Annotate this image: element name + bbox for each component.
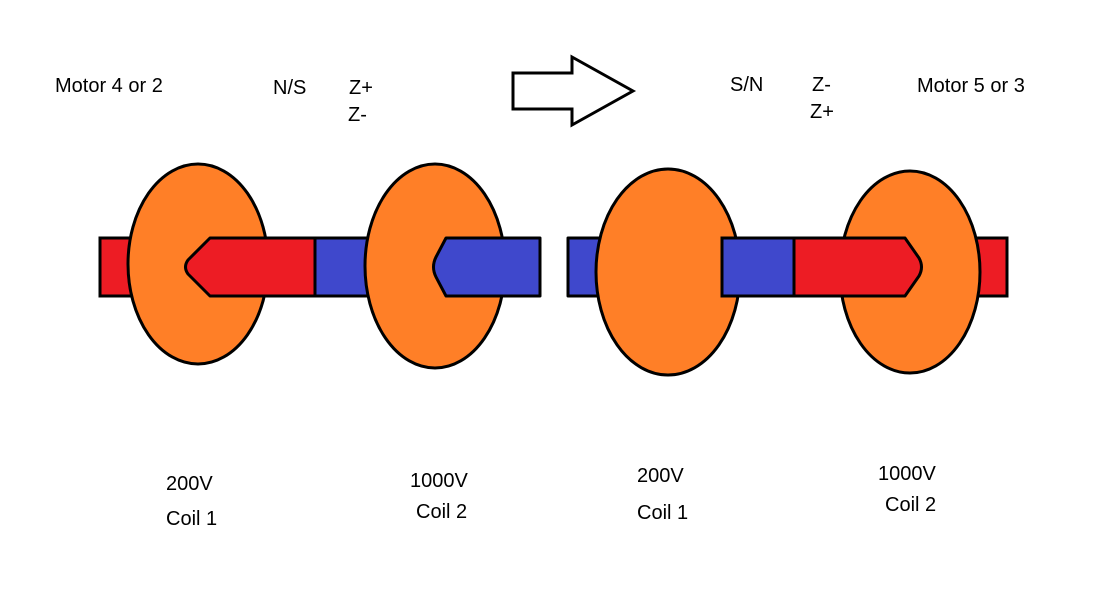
left-motor bbox=[98, 162, 542, 370]
left-coil-2-name: Coil 2 bbox=[416, 501, 468, 523]
right-coil-1-name: Coil 1 bbox=[637, 502, 689, 524]
right-motor-polarity: S/N bbox=[730, 74, 764, 96]
left-motor-title: Motor 4 or 2 bbox=[55, 75, 163, 97]
right-motor bbox=[566, 167, 1009, 377]
right-coil-2-name: Coil 2 bbox=[885, 494, 937, 516]
left-magnet-red-pole bbox=[184, 236, 315, 298]
left-motor-z-bottom: Z- bbox=[348, 104, 367, 126]
right-magnet-red-pole bbox=[792, 236, 923, 298]
right-arrow-icon bbox=[511, 54, 637, 128]
left-coil-2-voltage: 1000V bbox=[410, 470, 468, 492]
right-coil-2-voltage: 1000V bbox=[878, 463, 936, 485]
left-magnet-blue-pole bbox=[432, 236, 542, 298]
left-coil-1-voltage: 200V bbox=[166, 473, 213, 495]
left-motor-polarity: N/S bbox=[273, 77, 307, 99]
right-coil-1 bbox=[594, 167, 742, 377]
right-magnet-blue-middle bbox=[720, 236, 796, 298]
left-coil-1-name: Coil 1 bbox=[166, 508, 218, 530]
right-motor-z-top: Z- bbox=[812, 74, 831, 96]
left-motor-z-top: Z+ bbox=[349, 77, 373, 99]
right-motor-title: Motor 5 or 3 bbox=[917, 75, 1025, 97]
right-coil-1-voltage: 200V bbox=[637, 465, 684, 487]
right-motor-z-bottom: Z+ bbox=[810, 101, 834, 123]
